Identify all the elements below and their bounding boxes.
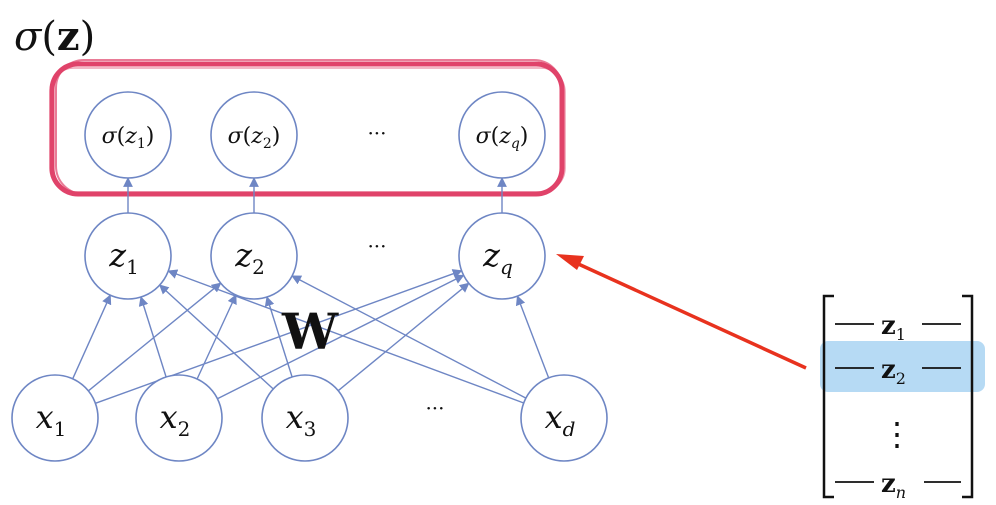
z-node-q: zq [458, 212, 546, 300]
x-node-3: x3 [261, 374, 349, 462]
matrix-vdots: ⋮ [881, 415, 913, 453]
matrix-right-bracket [962, 294, 974, 499]
matrix-row-2: z2 [835, 355, 961, 388]
matrix-row-1: z1 [835, 311, 961, 344]
z-matrix: z1 z2 ⋮ zn [820, 294, 985, 502]
sigma-node-q: σ(zq) [458, 91, 546, 179]
edge-x4-z3 [515, 295, 550, 379]
z-node-2-label: z2 [234, 236, 265, 279]
x-node-d: xd [520, 374, 608, 462]
sigma-layer-highlight [49, 59, 566, 197]
x-layer: x1 x2 x3 ··· xd [11, 374, 608, 462]
sigma-ellipsis: ··· [367, 121, 386, 145]
sigma-node-2: σ(z2) [210, 91, 298, 179]
matrix-row-n-label: zn [881, 469, 906, 502]
edge-x3-z1 [158, 284, 274, 390]
edge-x4-z1 [167, 269, 524, 404]
matrix-row-1-label: z1 [881, 311, 906, 344]
row-2-highlight [820, 341, 985, 392]
x-node-1-label: x1 [36, 398, 67, 441]
z-node-q-label: zq [482, 236, 513, 279]
x-node-2-label: x2 [160, 398, 191, 441]
z-ellipsis: ··· [367, 234, 386, 258]
red-arrow [556, 254, 807, 370]
edge-x3-z2 [264, 296, 293, 378]
z-layer: z1 z2 ··· zq [84, 212, 546, 300]
sigma-node-1-label: σ(z1) [102, 124, 155, 152]
z-node-1-label: z1 [108, 236, 139, 279]
sigma-node-q-label: σ(zq) [476, 124, 529, 152]
edge-x4-z2 [291, 275, 527, 399]
weight-edges [72, 269, 550, 404]
matrix-left-bracket [822, 294, 834, 499]
activation-edges [123, 177, 507, 213]
x-node-3-label: x3 [286, 398, 317, 441]
x-node-d-label: xd [545, 398, 576, 441]
x-node-2: x2 [135, 374, 223, 462]
x-node-1: x1 [11, 374, 99, 462]
edge-x2-z3 [217, 274, 465, 400]
z-node-1: z1 [84, 212, 172, 300]
title-label: σ(z) [14, 13, 95, 60]
edge-x2-z1 [138, 296, 167, 378]
x-ellipsis: ··· [425, 396, 444, 420]
sigma-node-1: σ(z1) [84, 91, 172, 179]
weight-matrix-label: W [281, 302, 339, 361]
edge-x3-z3 [337, 282, 470, 392]
z-node-2: z2 [210, 212, 298, 300]
sigma-layer: σ(z1) σ(z2) ··· σ(zq) [84, 91, 546, 179]
edge-x1-z1 [72, 294, 112, 380]
matrix-row-2-label: z2 [881, 355, 906, 388]
matrix-row-n: zn [835, 469, 961, 502]
sigma-node-2-label: σ(z2) [228, 124, 281, 152]
edge-x1-z2 [87, 282, 222, 392]
